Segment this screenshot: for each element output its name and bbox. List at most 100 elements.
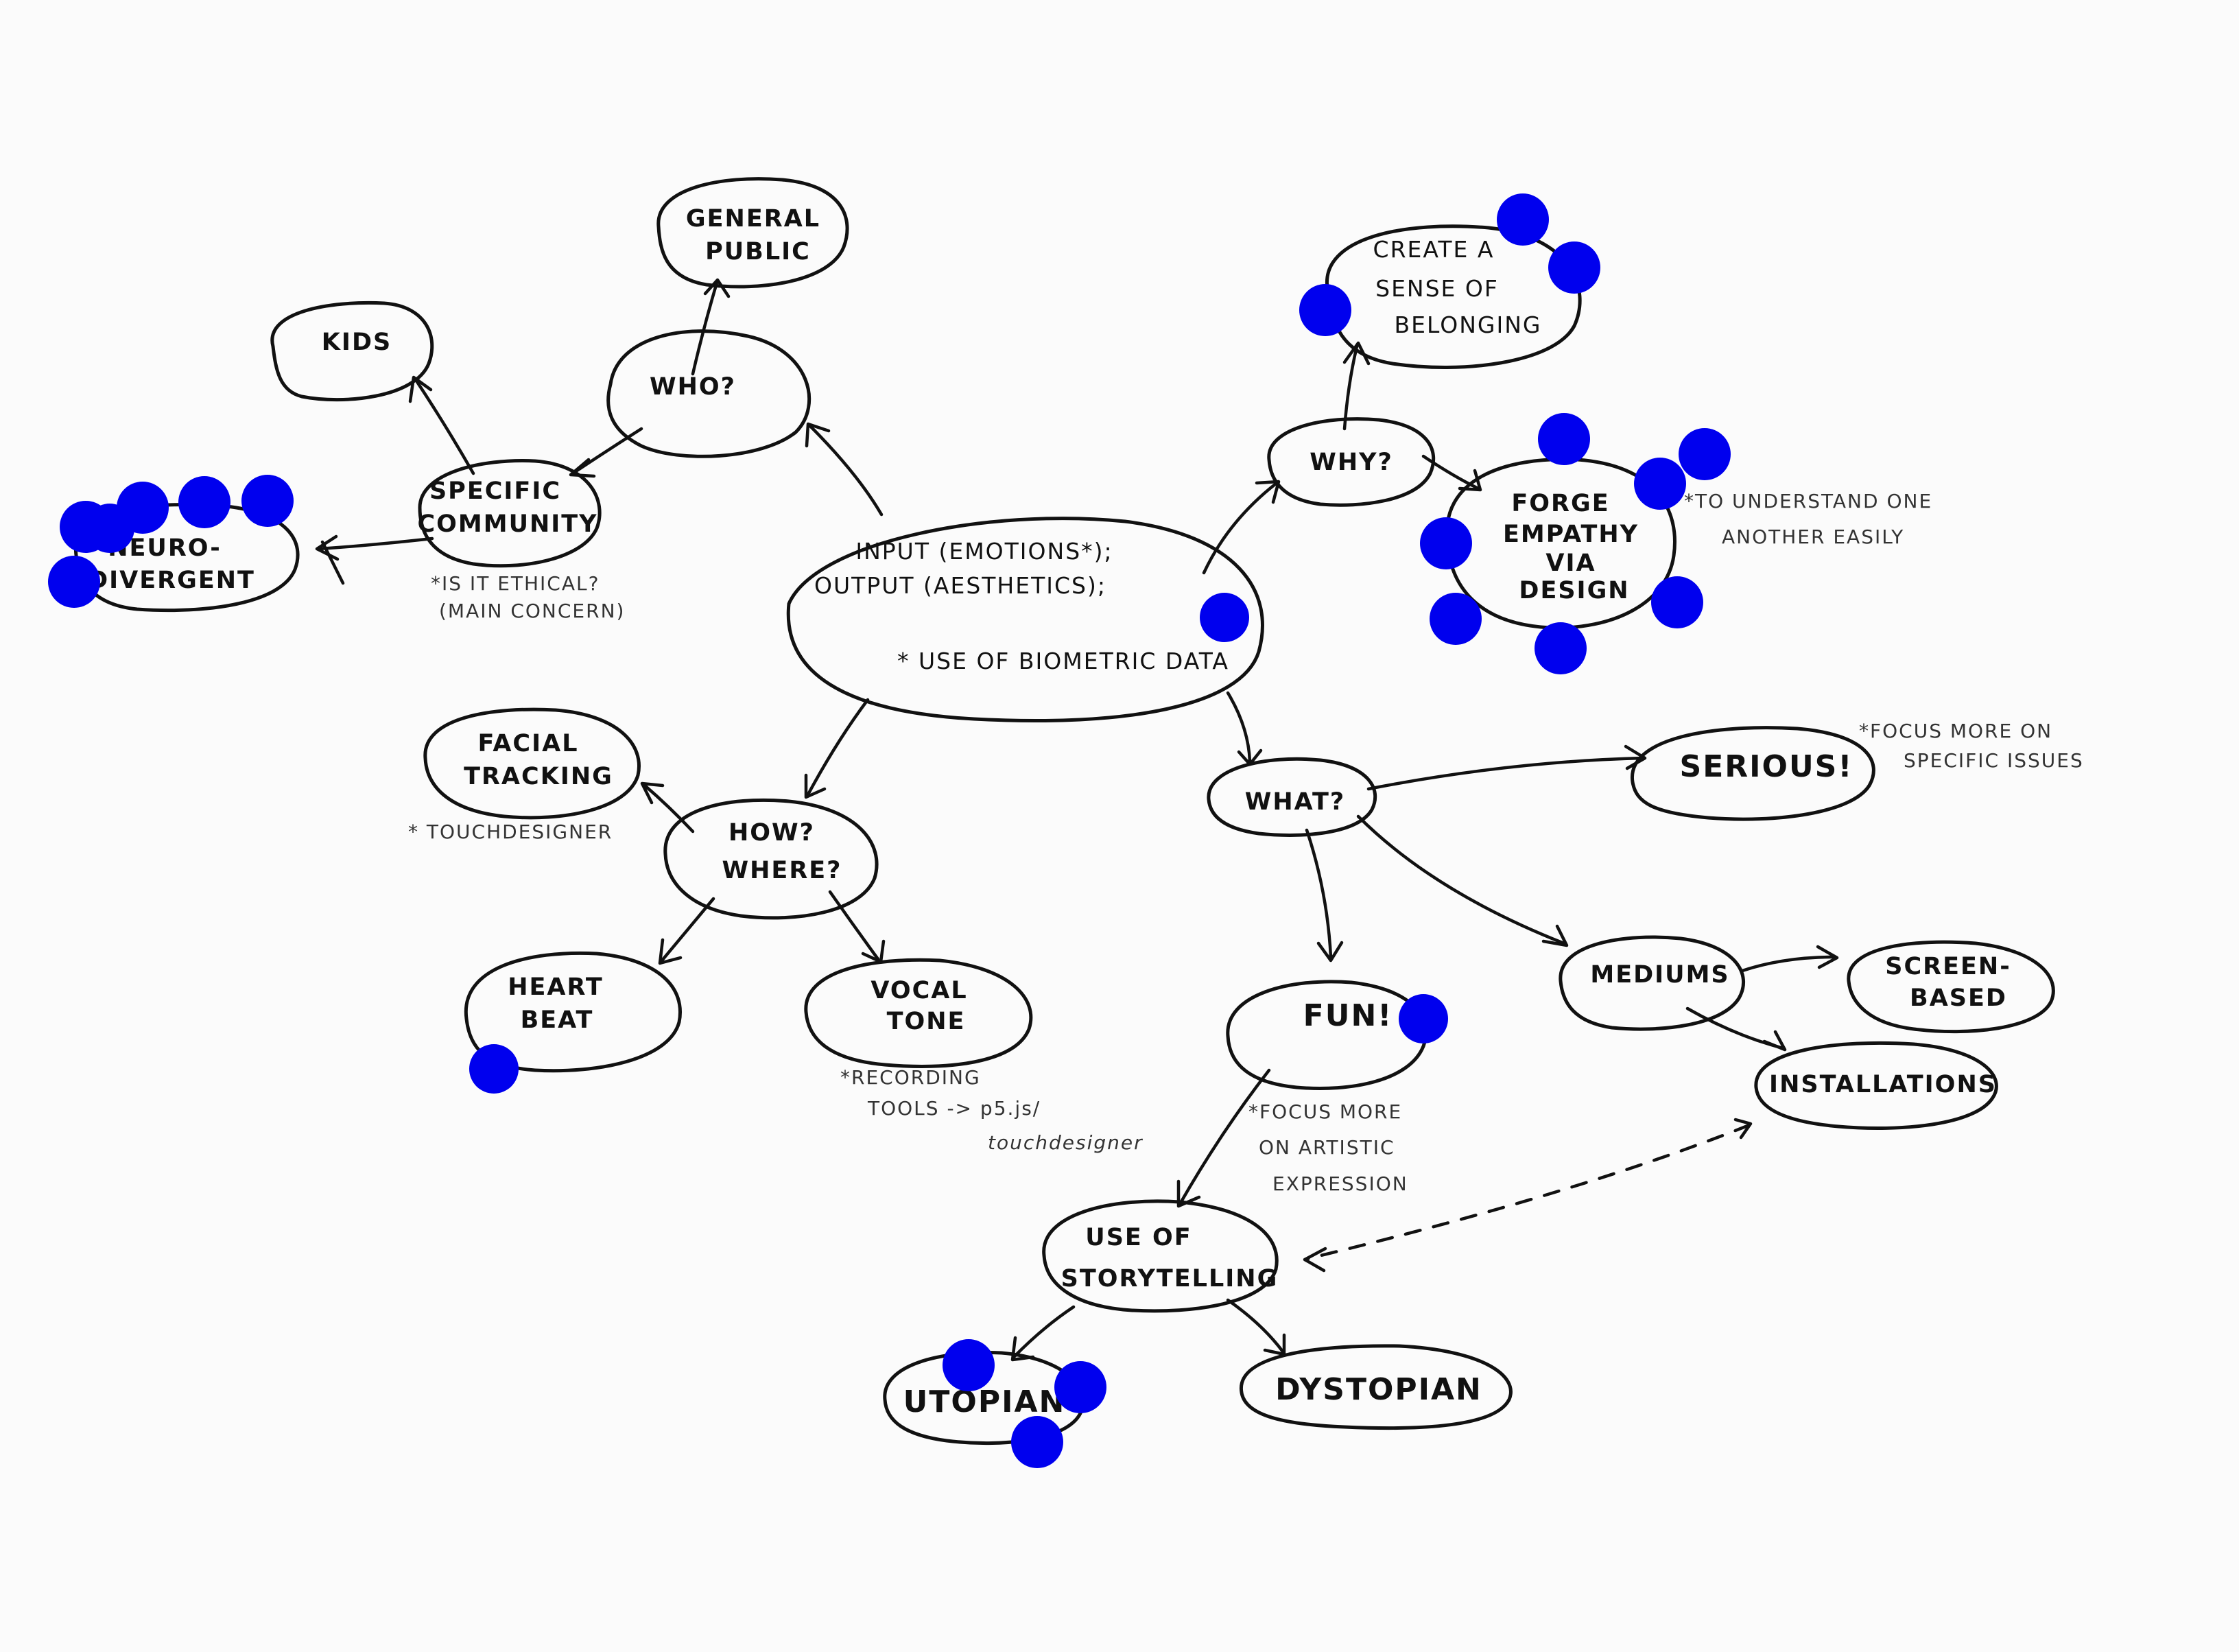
storytelling-line-2: STORYTELLING [1061,1265,1279,1293]
what-label: WHAT? [1245,788,1345,816]
note-focus-artistic-line-1: *FOCUS MORE [1248,1100,1402,1123]
fun-label: FUN! [1303,998,1393,1033]
edge-how-vocal [828,890,880,961]
note-understand-line-2: ANOTHER EASILY [1722,526,1904,548]
node-storytelling[interactable]: USE OF STORYTELLING [1042,1199,1279,1313]
vote-dot-empathy-7 [1535,622,1587,674]
neurodivergent-line-2: DIVERGENT [88,567,255,594]
arrow-head-who [805,422,831,448]
heart-line-2: BEAT [521,1006,594,1034]
node-fun[interactable]: FUN! [1226,980,1428,1090]
node-installations[interactable]: INSTALLATIONS [1754,1041,1998,1131]
note-touchdesigner: * TOUCHDESIGNER [408,821,613,843]
edge-why-empathy [1421,454,1480,491]
vote-dot-empathy-8 [1646,480,1647,481]
edge-installations-storytelling-dashed [1305,1123,1751,1261]
how-line-2: WHERE? [722,857,842,884]
edge-who-general-public [691,281,719,376]
node-center[interactable]: INPUT (EMOTIONS*); OUTPUT (AESTHETICS); … [786,517,1264,723]
empathy-line-1: FORGE [1511,490,1609,517]
arrow-head-installations [1762,1030,1787,1052]
screen-line-2: BASED [1910,984,2007,1012]
arrow-head-specific-community [569,458,596,478]
arrow-head-dashed-storytelling [1303,1247,1327,1273]
node-specific-community[interactable]: SPECIFIC COMMUNITY [417,459,602,568]
why-label: WHY? [1310,449,1393,476]
storytelling-line-1: USE OF [1085,1224,1192,1251]
heart-line-1: HEART [508,974,604,1001]
edge-community-neurodivergent [317,536,434,551]
node-serious[interactable]: SERIOUS! [1631,726,1875,821]
node-dystopian[interactable]: DYSTOPIAN [1240,1344,1513,1430]
mediums-label: MEDIUMS [1590,961,1729,989]
arrow-head-serious [1624,744,1647,770]
facial-line-1: FACIAL [477,730,578,757]
edge-tail-neurodivergent [320,540,345,585]
kids-label: KIDS [322,329,392,356]
edge-center-why [1202,482,1278,575]
arrow-head-screen [1816,945,1839,969]
vote-dot-belonging-2 [1548,241,1600,294]
node-who[interactable]: WHO? [606,329,812,458]
edge-storytelling-utopian [1012,1305,1076,1359]
vocal-line-1: VOCAL [870,977,967,1004]
edge-center-how [806,698,870,796]
notes: *IS IT ETHICAL? (MAIN CONCERN) *TO UNDER… [408,490,2084,1195]
vote-dot-empathy-4 [1420,517,1472,569]
note-focus-artistic-line-3: EXPRESSION [1272,1172,1408,1195]
note-focus-specific-line-1: *FOCUS MORE ON [1859,720,2052,742]
arrow-head-why [1255,480,1281,504]
node-why[interactable]: WHY? [1267,417,1436,507]
vote-dot-utopian-2 [1054,1361,1106,1413]
arrow-head-facial [640,781,665,805]
vote-dot-utopian-1 [943,1339,995,1391]
node-facial-tracking[interactable]: FACIAL TRACKING [423,707,641,820]
note-focus-specific-line-2: SPECIFIC ISSUES [1904,749,2084,772]
node-empathy[interactable]: FORGE EMPATHY VIA DESIGN [1445,458,1677,630]
note-focus-artistic-line-2: ON ARTISTIC [1259,1136,1395,1159]
note-recording-line-2: TOOLS -> p5.js/ [867,1097,1041,1120]
empathy-line-2: EMPATHY [1503,521,1639,548]
edge-fun-storytelling [1178,1068,1271,1206]
node-how-where[interactable]: HOW? WHERE? [663,798,879,920]
vote-dot-belonging-3 [1299,284,1351,336]
facial-line-2: TRACKING [464,763,613,790]
node-vocal-tone[interactable]: VOCAL TONE [804,958,1033,1068]
utopian-label: UTOPIAN [903,1384,1066,1419]
node-kids[interactable]: KIDS [270,300,434,402]
arrow-head-storytelling [1176,1179,1201,1208]
vote-dot-heart-1 [469,1044,519,1094]
general-public-line-2: PUBLIC [705,238,811,266]
node-general-public[interactable]: GENERAL PUBLIC [656,177,849,289]
serious-label: SERIOUS! [1680,749,1853,784]
edge-what-serious [1366,756,1645,791]
center-line-2: OUTPUT (AESTHETICS); [814,572,1106,599]
vote-dot-utopian-3 [1011,1416,1063,1468]
arrow-head-how [804,773,827,799]
edge-community-kids [413,377,475,475]
center-line-3: * USE OF BIOMETRIC DATA [897,648,1229,674]
how-line-1: HOW? [728,819,815,847]
node-mediums[interactable]: MEDIUMS [1559,935,1746,1031]
note-ethical-line-2: (MAIN CONCERN) [439,600,625,622]
belonging-line-2: SENSE OF [1375,275,1499,302]
general-public-line-1: GENERAL [686,205,820,233]
empathy-line-3: VIA [1545,550,1596,577]
arrow-head-fun [1316,941,1344,963]
edge-what-fun [1305,828,1333,959]
node-belonging[interactable]: CREATE A SENSE OF BELONGING [1325,224,1582,369]
note-recording-line-3: touchdesigner [988,1131,1144,1154]
note-ethical-line-1: *IS IT ETHICAL? [431,572,600,595]
installations-label: INSTALLATIONS [1769,1071,1997,1098]
node-what[interactable]: WHAT? [1207,757,1377,837]
vote-dot-empathy-5 [1651,576,1703,628]
arrow-head-heart [658,938,683,965]
node-screen-based[interactable]: SCREEN- BASED [1847,940,2055,1034]
vote-dot-neurodivergent-4 [241,475,294,527]
vote-dot-neurodivergent-6 [85,504,134,553]
dystopian-label: DYSTOPIAN [1275,1372,1482,1407]
belonging-line-3: BELONGING [1395,311,1542,338]
vote-dot-fun-1 [1399,994,1448,1043]
edge-center-what [1226,691,1252,764]
